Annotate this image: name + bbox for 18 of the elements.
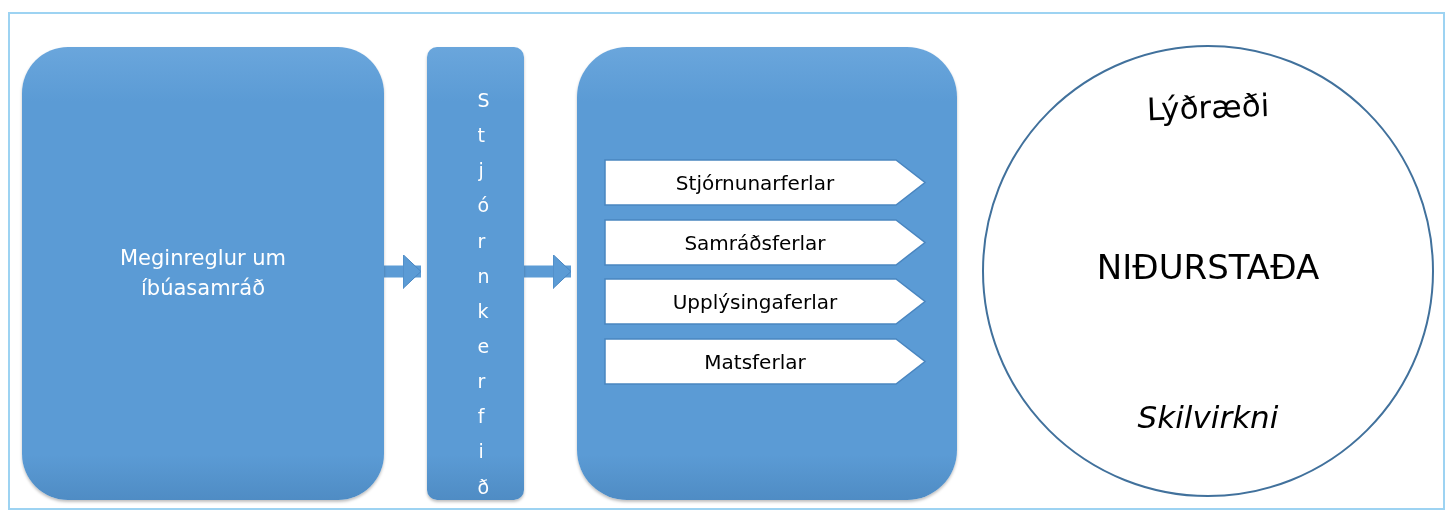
- circle-bottom-label: Skilvirkni: [1136, 399, 1280, 435]
- chevron-label: Samráðsferlar: [683, 229, 827, 257]
- chevron-label: Stjórnunarferlar: [674, 169, 836, 197]
- vertical-label: Stjórnkerfið: [476, 88, 497, 500]
- chevron-shape: [604, 159, 926, 206]
- chevron-label: Upplýsingaferlar: [671, 288, 839, 316]
- circle-center-label: NIÐURSTAÐA: [1095, 247, 1321, 287]
- box-label: Meginreglur um íbúasamráð: [118, 245, 288, 302]
- rounded-box: [577, 47, 957, 500]
- block-arrow: [523, 254, 572, 289]
- rounded-box: [22, 47, 384, 500]
- chevron-shape: [604, 278, 926, 325]
- circle-top-label: Lýðræði: [1145, 86, 1271, 128]
- chevron-shape: [604, 219, 926, 266]
- block-arrow: [383, 254, 422, 289]
- chevron-shape: [604, 338, 926, 385]
- chevron-label: Matsferlar: [703, 348, 807, 376]
- vertical-bar: [427, 47, 524, 500]
